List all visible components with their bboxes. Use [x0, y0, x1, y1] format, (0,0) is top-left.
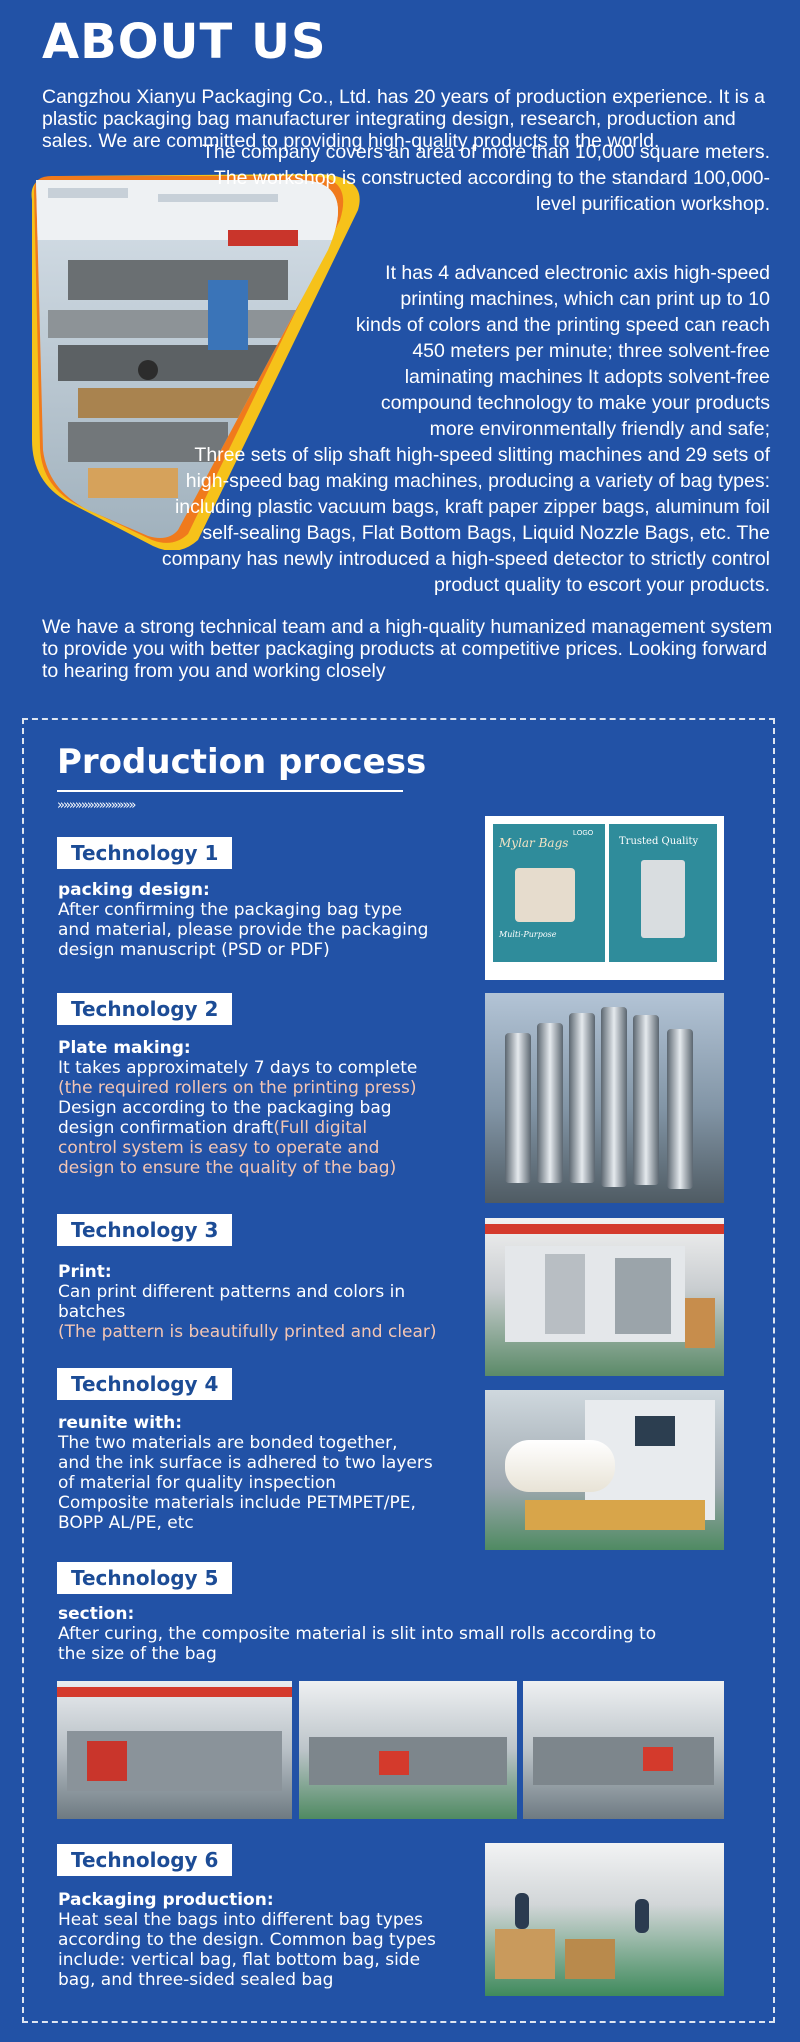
- slitter-detail: [87, 1741, 127, 1781]
- technology-6-line: include: vertical bag, flat bottom bag, …: [58, 1950, 421, 1970]
- technology-3-badge: Technology 3: [57, 1214, 233, 1246]
- press-banner: [485, 1224, 724, 1234]
- technology-4-line: BOPP AL/PE, etc: [58, 1513, 194, 1533]
- about-closing-text: We have a strong technical team and a hi…: [42, 616, 773, 682]
- technology-3-note: (The pattern is beautifully printed and …: [58, 1322, 437, 1342]
- technology-5-line: the size of the bag: [58, 1644, 217, 1664]
- slitting-photo-2: [299, 1681, 517, 1819]
- packaging-design-mockup: Mylar Bags LOGO Multi-Purpose Trusted Qu…: [485, 816, 724, 980]
- technology-4-heading: reunite with:: [58, 1413, 183, 1433]
- technology-4-badge: Technology 4: [57, 1368, 233, 1400]
- laminating-machine-photo: [485, 1390, 724, 1550]
- technology-1-badge: Technology 1: [57, 837, 233, 869]
- press-machine: [545, 1254, 585, 1334]
- technology-3-text: Print: Can print different patterns and …: [58, 1262, 437, 1342]
- slitting-photo-3: [523, 1681, 724, 1819]
- technology-2-note: (Full digital: [273, 1118, 368, 1138]
- about-area-text: The company covers an area of more than …: [202, 141, 770, 215]
- roller: [601, 1007, 627, 1187]
- roller: [667, 1029, 693, 1189]
- mockup-foil-bag: [641, 860, 685, 938]
- technology-1-line: and material, please provide the packagi…: [58, 920, 429, 940]
- bag-machine: [533, 1737, 714, 1785]
- technology-6-badge: Technology 6: [57, 1844, 233, 1876]
- slitting-photo-1: [57, 1681, 292, 1819]
- packaging-production-photo: [485, 1843, 724, 1996]
- roller: [505, 1033, 531, 1183]
- about-machines-text: It has 4 advanced electronic axis high-s…: [355, 262, 770, 440]
- technology-6-text: Packaging production: Heat seal the bags…: [58, 1890, 436, 1990]
- press-machine: [615, 1258, 671, 1334]
- roller: [569, 1013, 595, 1183]
- technology-4-line: of material for quality inspection: [58, 1473, 337, 1493]
- technology-2-line: Design according to the packaging bag: [58, 1098, 392, 1118]
- technology-5-badge: Technology 5: [57, 1562, 233, 1594]
- technology-3-line: Can print different patterns and colors …: [58, 1282, 406, 1302]
- technology-4-line: and the ink surface is adhered to two la…: [58, 1453, 433, 1473]
- technology-3-line: batches: [58, 1302, 126, 1322]
- roller: [633, 1015, 659, 1185]
- technology-2-line: It takes approximately 7 days to complet…: [58, 1058, 418, 1078]
- technology-6-line: Heat seal the bags into different bag ty…: [58, 1910, 423, 1930]
- technology-2-note: design to ensure the quality of the bag): [58, 1158, 397, 1178]
- technology-1-line: design manuscript (PSD or PDF): [58, 940, 330, 960]
- press-roll: [685, 1298, 715, 1348]
- bag-machine-detail: [379, 1751, 409, 1775]
- process-underline: [57, 790, 403, 792]
- chevron-divider: »»»»»»»»»»»»»: [57, 798, 136, 813]
- technology-1-heading: packing design:: [58, 880, 210, 900]
- plate-rollers-photo: [485, 993, 724, 1203]
- technology-2-note: (the required rollers on the printing pr…: [58, 1078, 417, 1098]
- film-roll: [505, 1440, 615, 1492]
- technology-6-line: according to the design. Common bag type…: [58, 1930, 436, 1950]
- technology-2-badge: Technology 2: [57, 993, 233, 1025]
- technology-5-line: After curing, the composite material is …: [58, 1624, 657, 1644]
- mockup-trusted: Trusted Quality: [619, 836, 699, 847]
- boxes: [565, 1939, 615, 1979]
- machine-base: [525, 1500, 705, 1530]
- laminator-screen: [635, 1416, 675, 1446]
- technology-4-line: Composite materials include PETMPET/PE,: [58, 1493, 416, 1513]
- technology-6-heading: Packaging production:: [58, 1890, 274, 1910]
- technology-1-text: packing design: After confirming the pac…: [58, 880, 428, 960]
- banner: [57, 1687, 292, 1697]
- technology-4-text: reunite with: The two materials are bond…: [58, 1413, 433, 1533]
- technology-5-heading: section:: [58, 1604, 135, 1624]
- mockup-logo: LOGO: [573, 830, 594, 837]
- technology-5-text: section: After curing, the composite mat…: [58, 1604, 656, 1664]
- worker: [635, 1899, 649, 1933]
- mockup-right-panel: Trusted Quality: [609, 824, 717, 962]
- technology-3-heading: Print:: [58, 1262, 112, 1282]
- mockup-bag-image: [515, 868, 575, 922]
- mockup-purpose: Multi-Purpose: [499, 930, 557, 939]
- factory-arc-photo: [31, 174, 360, 550]
- process-title: Production process: [57, 742, 427, 782]
- mockup-brand: Mylar Bags: [499, 836, 569, 850]
- about-intro: Cangzhou Xianyu Packaging Co., Ltd. has …: [42, 86, 766, 152]
- technology-6-line: bag, and three-sided sealed bag: [58, 1970, 334, 1990]
- process-frame: [22, 718, 775, 2023]
- technology-2-line: design confirmation draft: [58, 1118, 274, 1138]
- roller: [537, 1023, 563, 1183]
- printing-press-photo: [485, 1218, 724, 1376]
- technology-4-line: The two materials are bonded together,: [58, 1433, 398, 1453]
- about-slitting-text: Three sets of slip shaft high-speed slit…: [161, 444, 770, 596]
- worker: [515, 1893, 529, 1929]
- technology-1-line: After confirming the packaging bag type: [58, 900, 403, 920]
- technology-2-note: control system is easy to operate and: [58, 1138, 380, 1158]
- boxes: [495, 1929, 555, 1979]
- mockup-left-panel: Mylar Bags LOGO Multi-Purpose: [493, 824, 605, 962]
- technology-2-text: Plate making: It takes approximately 7 d…: [58, 1038, 417, 1178]
- technology-2-heading: Plate making:: [58, 1038, 191, 1058]
- bag-machine-detail: [643, 1747, 673, 1771]
- about-title: ABOUT US: [42, 14, 327, 70]
